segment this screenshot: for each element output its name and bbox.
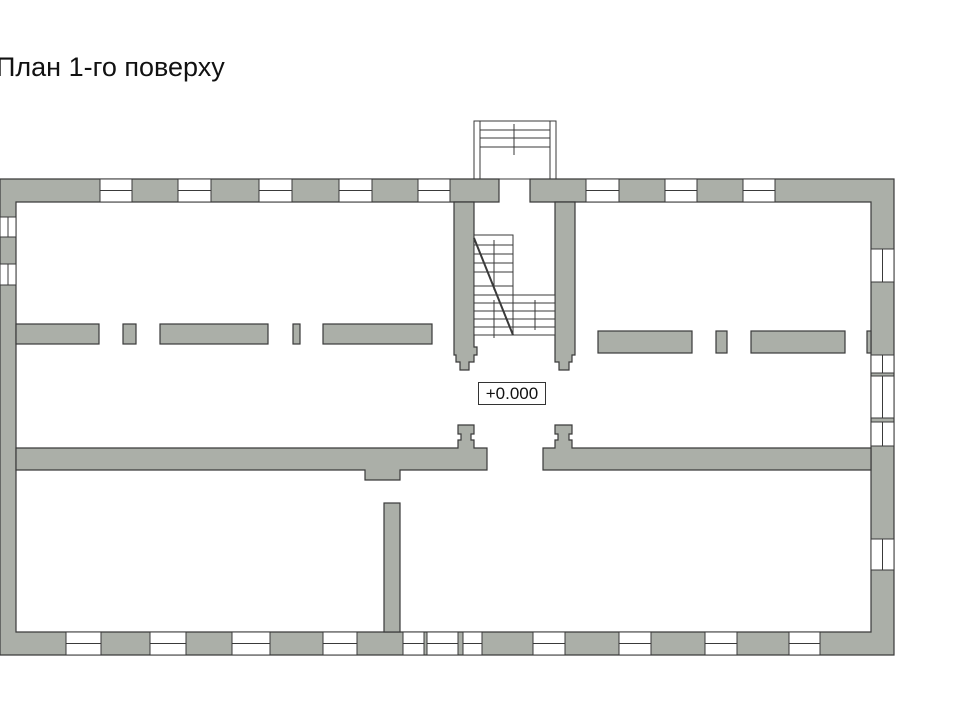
window — [0, 263, 17, 286]
window — [258, 178, 293, 203]
stair-wall-right — [554, 201, 576, 371]
windows — [0, 178, 895, 656]
column — [122, 323, 137, 345]
window — [231, 631, 271, 656]
plan-title: План 1-го поверху — [0, 52, 225, 82]
window — [426, 631, 459, 656]
room-partition — [383, 502, 401, 633]
window — [0, 216, 17, 238]
partition-wall — [159, 323, 269, 345]
window — [742, 178, 776, 203]
window — [177, 178, 212, 203]
partition-wall — [322, 323, 433, 345]
corridor-wall-right — [542, 424, 872, 471]
partition-wall — [15, 323, 100, 345]
window — [788, 631, 821, 656]
partition-wall — [750, 330, 846, 354]
window — [338, 178, 373, 203]
window — [870, 375, 895, 419]
window — [462, 631, 483, 656]
interior-stair — [473, 234, 556, 338]
window — [99, 178, 133, 203]
corridor-wall-left — [15, 424, 488, 481]
window — [402, 631, 425, 656]
entrance-stair — [473, 120, 557, 180]
window — [532, 631, 566, 656]
window — [870, 421, 895, 447]
pilaster — [866, 330, 872, 354]
partition-wall — [597, 330, 693, 354]
window — [704, 631, 738, 656]
level-mark: +0.000 — [478, 382, 546, 405]
column — [715, 330, 728, 354]
window — [870, 354, 895, 374]
window — [870, 538, 895, 571]
window — [618, 631, 652, 656]
column — [292, 323, 301, 345]
window — [585, 178, 620, 203]
exterior-wall — [0, 178, 895, 656]
stair-wall-left — [453, 201, 478, 371]
window — [322, 631, 358, 656]
window — [149, 631, 187, 656]
window — [870, 248, 895, 283]
window — [65, 631, 102, 656]
window — [417, 178, 451, 203]
window — [664, 178, 698, 203]
